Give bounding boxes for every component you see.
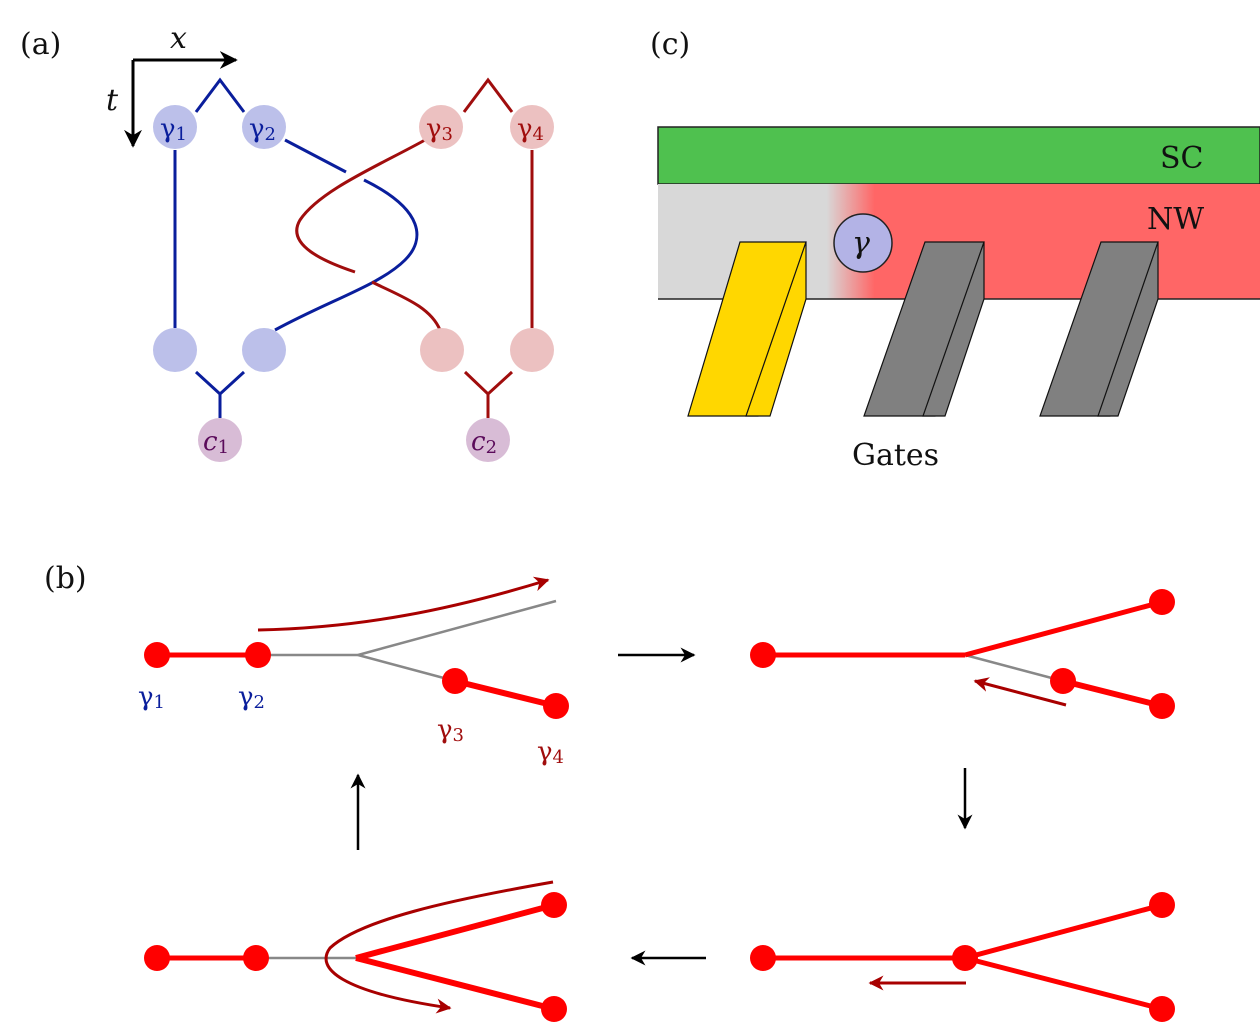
- b-label-gamma4: γ4: [537, 737, 564, 768]
- blue-line-gamma2-upper: [284, 138, 347, 174]
- sc-label: SC: [1160, 141, 1204, 176]
- top-nodes: γ1 γ2 γ3 γ4: [153, 105, 554, 149]
- bottom-nodes: c1 c2: [153, 328, 554, 462]
- step-2: [750, 589, 1175, 719]
- superconductor-layer: [657, 126, 1260, 185]
- node-c1: [198, 418, 242, 462]
- label-gamma3: γ3: [426, 114, 453, 145]
- axes: x t: [106, 21, 238, 148]
- red-fusion-vertex: [463, 370, 514, 397]
- t-axis-label: t: [106, 83, 119, 118]
- move-arrow: [257, 576, 550, 632]
- blue-worldlines: [173, 77, 419, 418]
- panel-b: (b) γ1 γ2 γ3 γ4: [44, 561, 1175, 1022]
- step-4: [144, 880, 567, 1022]
- node-bottom-2: [242, 328, 286, 372]
- red-line-gamma3-braid: [295, 138, 426, 274]
- label-gamma4: γ4: [517, 114, 544, 145]
- majorana-mode: [833, 213, 893, 273]
- label-gamma2: γ2: [249, 114, 276, 145]
- label-gamma1: γ1: [160, 114, 187, 145]
- node-bottom-1: [153, 328, 197, 372]
- node-gamma1: [153, 105, 197, 149]
- blue-creation-vertex: [194, 77, 246, 113]
- gate-gray-1: [863, 241, 985, 417]
- b-label-gamma1: γ1: [138, 682, 165, 713]
- node-gamma2: [242, 105, 286, 149]
- step-3: [750, 892, 1175, 1022]
- x-axis-label: x: [170, 21, 187, 56]
- b-label-gamma2: γ2: [238, 682, 265, 713]
- gates-label: Gates: [852, 438, 939, 473]
- gate-yellow: [687, 241, 807, 417]
- red-creation-vertex: [462, 77, 514, 113]
- panel-c-label: (c): [650, 27, 690, 62]
- node-bottom-4: [510, 328, 554, 372]
- step-1: γ1 γ2 γ3 γ4: [138, 576, 569, 768]
- nw-label: NW: [1147, 202, 1204, 237]
- label-c2: c2: [471, 427, 497, 458]
- red-worldlines: [295, 77, 534, 418]
- majorana-label: γ: [852, 226, 870, 261]
- node-bottom-3: [420, 328, 464, 372]
- gate-gray-2: [1039, 241, 1159, 417]
- node-gamma4: [510, 105, 554, 149]
- b-label-gamma3: γ3: [437, 715, 464, 746]
- node-c2: [466, 418, 510, 462]
- blue-line-gamma2-braid: [274, 178, 419, 332]
- red-line-gamma3-lower: [371, 280, 442, 331]
- move-arrow: [973, 677, 1067, 707]
- panel-a-label: (a): [20, 27, 61, 62]
- panel-c: (c) SC NW γ Gates: [650, 27, 1260, 473]
- blue-fusion-vertex: [194, 370, 246, 397]
- panel-b-label: (b): [44, 561, 87, 596]
- move-arrow: [324, 880, 554, 1014]
- panel-a: (a) x t: [20, 21, 554, 462]
- label-c1: c1: [203, 427, 229, 458]
- node-gamma3: [419, 105, 463, 149]
